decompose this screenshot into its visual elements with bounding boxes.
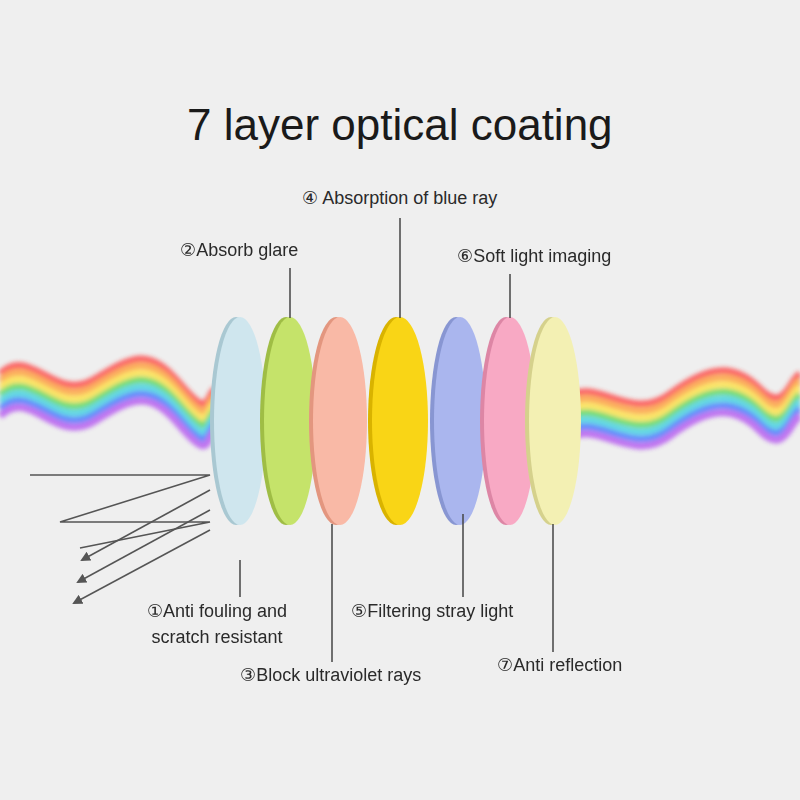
leader-lines (240, 218, 553, 662)
callout-label: ①Anti fouling and scratch resistant (127, 598, 307, 650)
diagram-title: 7 layer optical coating (187, 100, 613, 150)
callout-label: ⑦Anti reflection (497, 652, 622, 678)
callout-label: ④ Absorption of blue ray (302, 185, 497, 211)
reflected-rays (30, 475, 210, 603)
callout-label: ⑤Filtering stray light (351, 598, 513, 624)
callout-label: ③Block ultraviolet rays (240, 662, 421, 688)
callout-label: ②Absorb glare (180, 237, 298, 263)
callout-label: ⑥Soft light imaging (457, 243, 611, 269)
coating-layers (210, 317, 581, 525)
